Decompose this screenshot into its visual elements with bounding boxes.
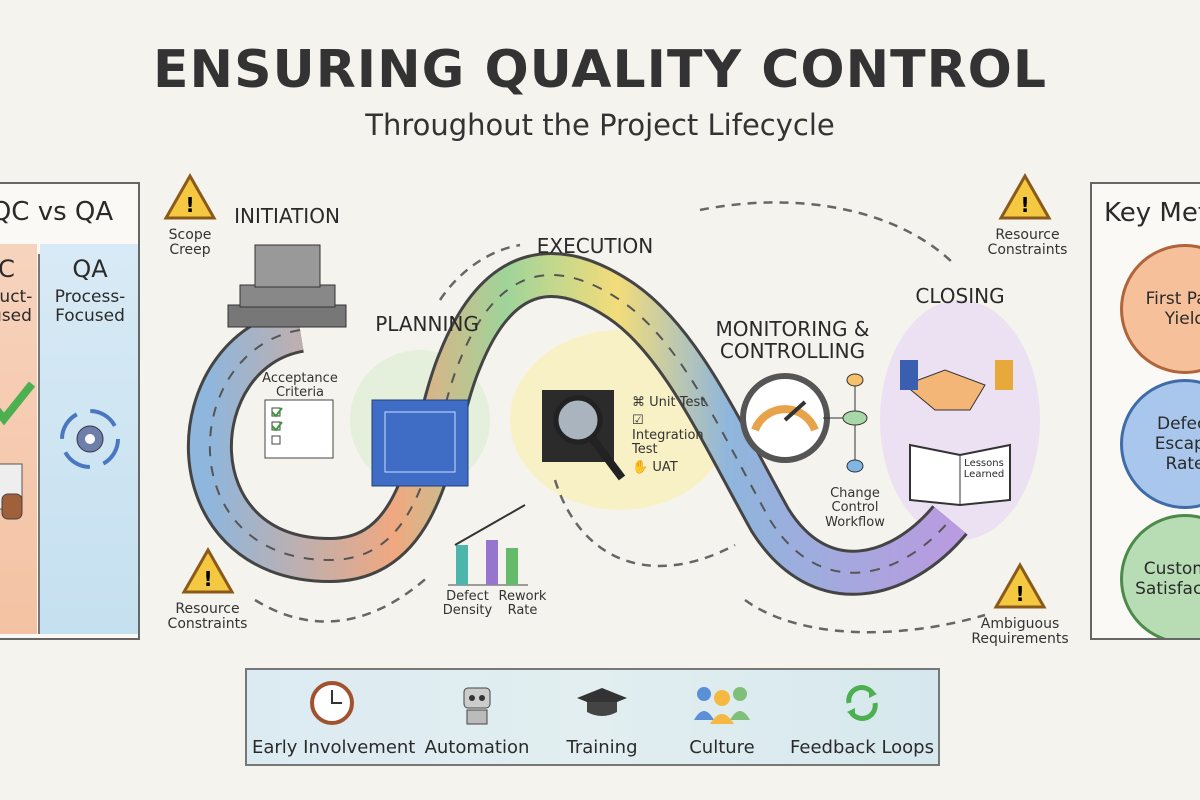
panel-heading: QC vs QA	[0, 197, 114, 227]
graduation-cap-icon	[577, 688, 627, 716]
metric-badge: DefectEscapeRate	[1120, 379, 1200, 509]
stage-initiation: INITIATION	[234, 204, 340, 228]
qc-vs-qa-panel: QC vs QA QC Product-Focused QA Process-F…	[0, 182, 140, 640]
clock-icon	[310, 681, 354, 725]
qc-title: QC	[0, 256, 42, 283]
warning-icon: !	[993, 561, 1047, 609]
people-icon	[694, 687, 750, 724]
practice-feedback-loops: Feedback Loops	[787, 670, 937, 768]
best-practices-bar: Early Involvement Automation Training Cu…	[245, 668, 940, 766]
gear-cycle-icon	[60, 409, 120, 469]
metric-badge: First PassYield	[1120, 244, 1200, 374]
warning-icon: !	[181, 546, 235, 594]
svg-text:!: !	[1015, 582, 1024, 606]
checkmark-stamp-icon	[0, 381, 36, 520]
qc-desc: Product-Focused	[0, 287, 33, 326]
metric-badge: CustomerSatisfaction	[1120, 514, 1200, 638]
qa-title: QA	[72, 255, 108, 283]
practice-training: Training	[547, 670, 657, 768]
svg-text:!: !	[185, 193, 194, 217]
foundation-stone-icon	[227, 244, 347, 328]
test-item: ✋ UAT	[632, 460, 678, 476]
svg-text:!: !	[203, 567, 212, 591]
stage-monitoring: MONITORING &CONTROLLING	[715, 317, 870, 363]
practice-early-involvement: Early Involvement	[252, 670, 415, 768]
warning-icon: !	[163, 172, 217, 220]
page-subtitle: Throughout the Project Lifecycle	[365, 108, 835, 142]
panel-heading: Key Metrics	[1104, 198, 1200, 228]
gauge-icon	[740, 373, 830, 463]
checklist-icon	[264, 399, 334, 459]
qa-desc: Process-Focused	[54, 287, 126, 326]
open-book-icon	[909, 443, 1011, 507]
svg-text:!: !	[1020, 193, 1029, 217]
magnifying-glass-icon	[542, 390, 626, 481]
page-title: ENSURING QUALITY CONTROL	[153, 40, 1047, 100]
warning-icon: !	[998, 172, 1052, 220]
robot-icon	[463, 687, 491, 725]
practice-automation: Automation	[412, 670, 542, 768]
bar-chart-icon	[448, 504, 528, 586]
practice-culture: Culture	[667, 670, 777, 768]
stage-planning: PLANNING	[375, 312, 479, 336]
test-item: ⌘ Unit Test	[632, 395, 706, 410]
workflow-icon	[823, 373, 868, 473]
test-list: ⌘ Unit Test ☑ Integration Test ✋ UAT	[632, 395, 712, 476]
handshake-icon	[900, 360, 1013, 411]
stage-execution: EXECUTION	[536, 234, 654, 258]
blueprint-icon	[371, 399, 469, 487]
test-item: ☑ Integration Test	[632, 413, 704, 457]
refresh-icon	[846, 685, 878, 721]
key-metrics-panel: Key Metrics First PassYield DefectEscape…	[1090, 182, 1200, 640]
stage-closing: CLOSING	[915, 284, 1005, 308]
